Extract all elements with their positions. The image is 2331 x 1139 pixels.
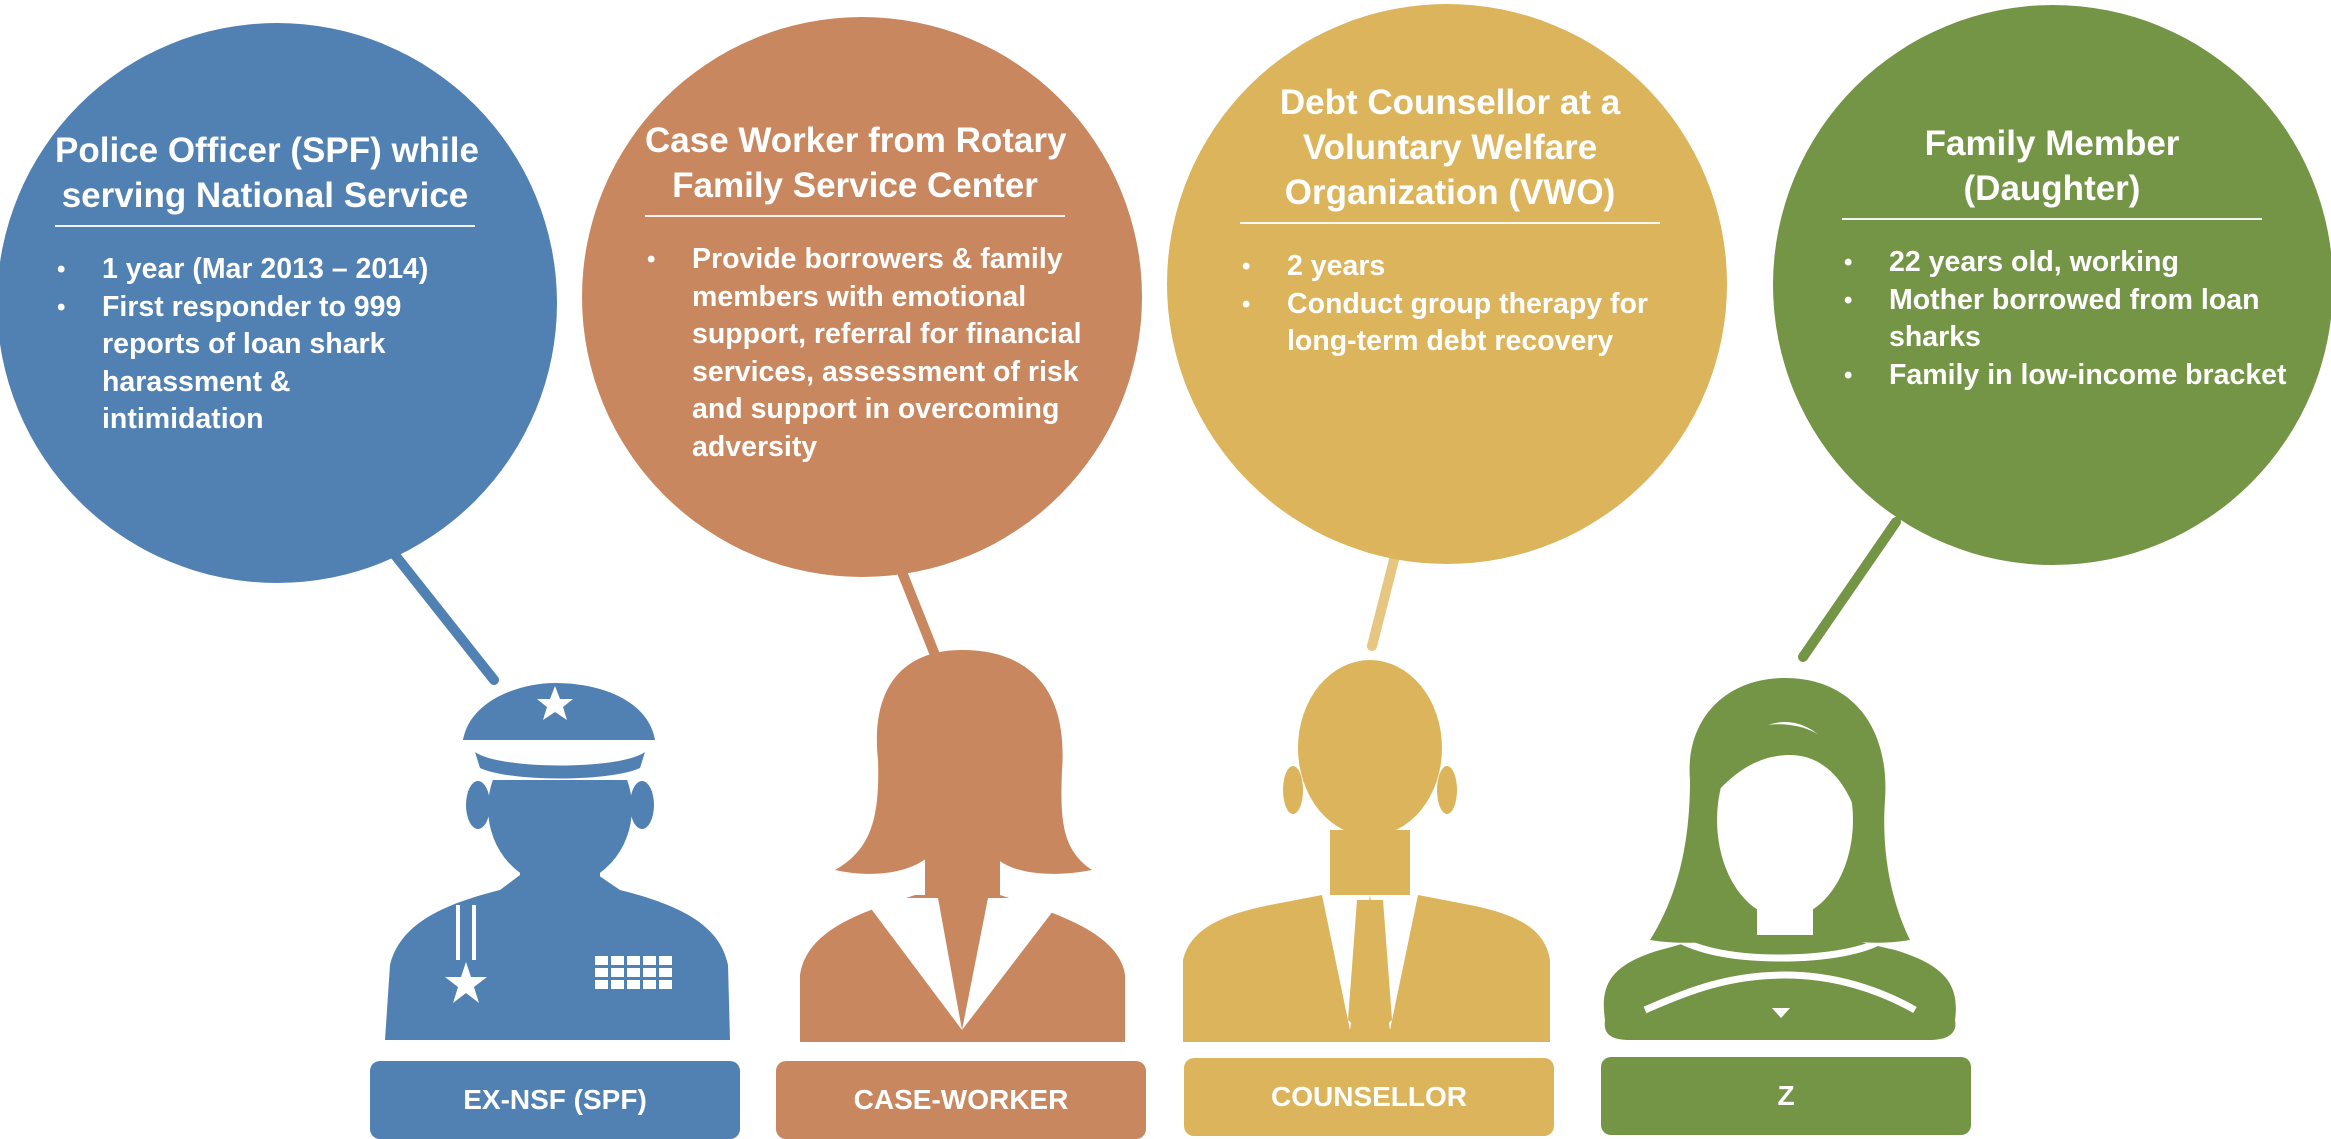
bullet-continuation: harassment &: [102, 365, 291, 398]
title-divider: [55, 225, 475, 227]
title-line: Family Service Center: [672, 166, 1038, 205]
bullet-item: 22 years old, working: [1842, 244, 2262, 282]
pointer-line-daughter: [1798, 517, 1901, 662]
label-badge-counsellor: [1184, 1058, 1554, 1136]
young-woman-icon: [1603, 678, 1956, 1040]
bullet-continuation: adversity: [692, 430, 818, 463]
persona-title: Debt Counsellor at a Voluntary Welfare O…: [1240, 80, 1660, 215]
label-badge-case-worker: [776, 1061, 1146, 1139]
bullet-item: Provide borrowers & family: [645, 241, 1065, 279]
bullet-continuation: intimidation: [102, 403, 264, 435]
title-divider: [645, 215, 1065, 217]
bullet-continuation: sharks: [1889, 321, 1981, 353]
title-divider: [1240, 222, 1660, 224]
bullet-continuation: reports of loan shark: [102, 328, 386, 360]
bubble-case-worker: [582, 17, 1142, 577]
bullet-list: 2 years Conduct group therapy for long-t…: [1240, 248, 1660, 361]
label-badge-daughter: [1601, 1057, 1971, 1135]
persona-card-spf: Police Officer (SPF) while serving Natio…: [55, 128, 479, 439]
female-case-worker-icon: [800, 650, 1125, 1042]
bullet-list: 22 years old, working Mother borrowed fr…: [1842, 244, 2287, 395]
title-line: Organization (VWO): [1284, 173, 1616, 212]
persona-title: Case Worker from Rotary Family Service C…: [645, 118, 1067, 208]
pointer-line-counsellor: [1367, 547, 1401, 651]
bullet-list: 1 year (Mar 2013 – 2014) First responder…: [55, 251, 475, 439]
persona-card-daughter: Family Member (Daughter) 22 years old, w…: [1842, 121, 2287, 395]
bullet-item: Family in low-income bracket: [1842, 357, 2287, 395]
label-badge-spf: [370, 1061, 740, 1139]
persona-label-counsellor: COUNSELLOR: [1271, 1081, 1467, 1112]
persona-label-daughter: Z: [1777, 1080, 1795, 1111]
police-officer-icon: [385, 683, 730, 1040]
persona-label-spf: EX-NSF (SPF): [463, 1084, 647, 1115]
bullet-continuation: support, referral for financial: [692, 318, 1082, 350]
title-divider: [1842, 218, 2262, 220]
bullet-item: Mother borrowed from loan: [1842, 282, 2262, 320]
title-line: Case Worker from Rotary: [645, 121, 1067, 160]
bullet-item: 1 year (Mar 2013 – 2014): [55, 251, 475, 289]
persona-card-case-worker: Case Worker from Rotary Family Service C…: [645, 118, 1082, 466]
pointer-line-case-worker: [897, 567, 942, 665]
bullet-item: First responder to 999: [55, 289, 475, 327]
bullet-list: Provide borrowers & family members with …: [645, 241, 1082, 466]
bullet-continuation: and support in overcoming: [692, 393, 1060, 425]
persona-title: Police Officer (SPF) while serving Natio…: [55, 128, 479, 218]
title-line: (Daughter): [1963, 169, 2141, 208]
male-counsellor-icon: [1183, 660, 1550, 1042]
bullet-continuation: long-term debt recovery: [1287, 325, 1614, 357]
title-line: Police Officer (SPF) while: [55, 131, 479, 170]
persona-card-counsellor: Debt Counsellor at a Voluntary Welfare O…: [1240, 80, 1660, 361]
persona-label-case-worker: CASE-WORKER: [853, 1084, 1069, 1115]
pointer-line-spf: [390, 550, 499, 685]
bullet-continuation: members with emotional: [692, 280, 1027, 313]
title-line: Family Member: [1924, 124, 2180, 163]
persona-title: Family Member (Daughter): [1842, 121, 2262, 211]
bullet-item: Conduct group therapy for: [1240, 286, 1660, 324]
title-line: Voluntary Welfare: [1302, 128, 1598, 167]
bullet-continuation: services, assessment of risk: [692, 355, 1079, 388]
title-line: Debt Counsellor at a: [1279, 83, 1621, 122]
title-line: serving National Service: [61, 176, 469, 215]
bullet-item: 2 years: [1240, 248, 1660, 286]
